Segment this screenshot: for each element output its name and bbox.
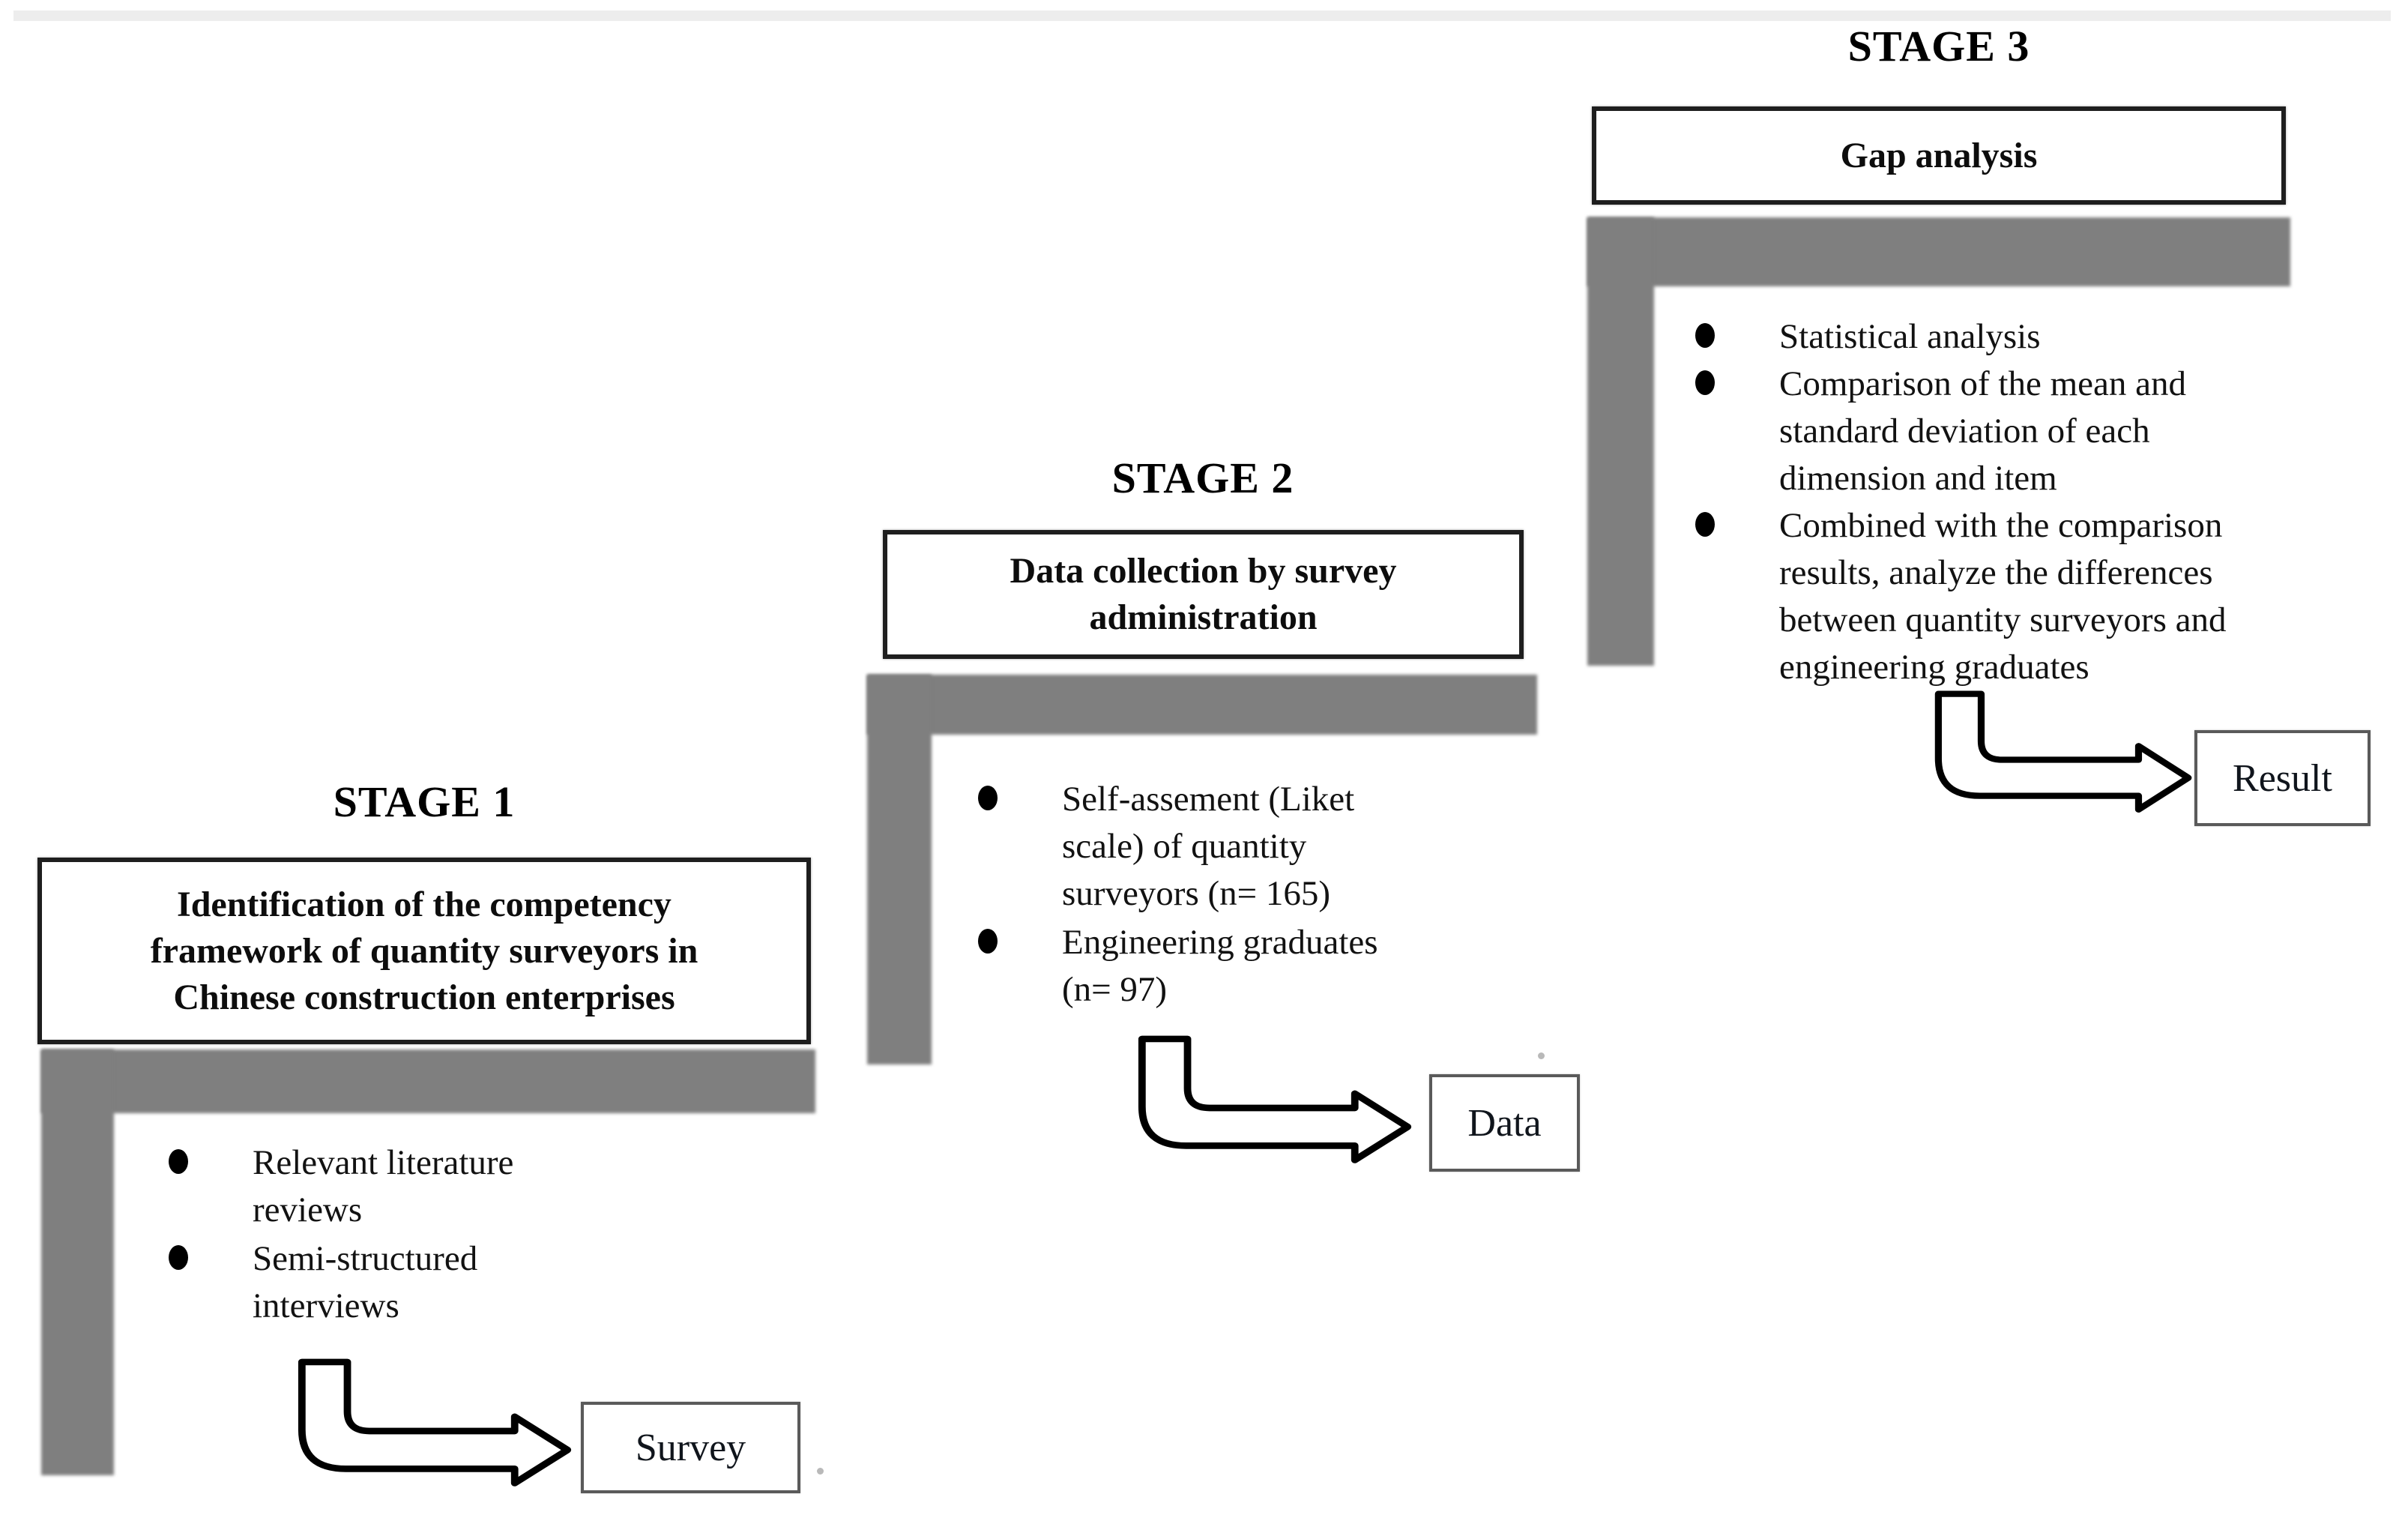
stage1-output-box: Survey xyxy=(581,1402,800,1493)
bullet-dot-icon xyxy=(169,1149,188,1174)
stage2-bullet-1-text: Self-assement (Liket scale) of quantity … xyxy=(1062,780,1355,913)
scan-top-strip xyxy=(13,10,2391,21)
stage2-title-box: Data collection by survey administration xyxy=(883,530,1524,659)
stage2-bullet-2-text: Engineering graduates (n= 97) xyxy=(1062,923,1378,1009)
stage3-title-box: Gap analysis xyxy=(1592,106,2286,205)
bullet-dot-icon xyxy=(1695,512,1715,537)
elbow-arrow-icon xyxy=(1934,690,2192,813)
stage1-heading: STAGE 1 xyxy=(333,777,516,826)
stage2-bullet-1: Self-assement (Liket scale) of quantity … xyxy=(978,776,1354,918)
stage1-bar-horizontal xyxy=(41,1049,815,1113)
scan-artifact-dot xyxy=(1538,1052,1545,1059)
stage3-output-box: Result xyxy=(2194,730,2371,826)
stage1-title-box: Identification of the competency framewo… xyxy=(37,858,811,1044)
stage1-bullet-2: Semi-structured interviews xyxy=(169,1235,477,1330)
stage3-bar-horizontal xyxy=(1587,217,2290,286)
bullet-dot-icon xyxy=(1695,370,1715,395)
bullet-dot-icon xyxy=(169,1245,188,1270)
stage3-bullet-1: Statistical analysis xyxy=(1695,313,2041,361)
elbow-arrow-icon xyxy=(1138,1035,1412,1163)
stage3-heading: STAGE 3 xyxy=(1847,22,2030,70)
stage1-bullet-2-text: Semi-structured interviews xyxy=(253,1239,478,1325)
stage2-bullet-2: Engineering graduates (n= 97) xyxy=(978,919,1378,1014)
stage3-bullet-2: Comparison of the mean and standard devi… xyxy=(1695,361,2186,502)
bullet-dot-icon xyxy=(978,929,998,954)
scan-artifact-dot xyxy=(817,1468,824,1475)
stage3-bullet-1-text: Statistical analysis xyxy=(1779,317,2041,356)
stage2-bar-horizontal xyxy=(867,675,1537,735)
stage3-bullet-3: Combined with the comparison results, an… xyxy=(1695,502,2226,691)
stage1-bullet-1: Relevant literature reviews xyxy=(169,1139,513,1234)
stage2-bar-vertical xyxy=(867,675,932,1064)
stage1-bar-vertical xyxy=(41,1049,114,1475)
stage2-output-box: Data xyxy=(1429,1074,1580,1172)
stage3-bullet-2-text: Comparison of the mean and standard devi… xyxy=(1779,364,2186,498)
stage3-bar-vertical xyxy=(1587,217,1654,666)
stage2-heading: STAGE 2 xyxy=(1111,454,1294,502)
bullet-dot-icon xyxy=(978,786,998,810)
stage1-bullet-1-text: Relevant literature reviews xyxy=(253,1143,514,1229)
elbow-arrow-icon xyxy=(298,1358,572,1487)
stage3-bullet-3-text: Combined with the comparison results, an… xyxy=(1779,506,2227,687)
bullet-dot-icon xyxy=(1695,323,1715,348)
